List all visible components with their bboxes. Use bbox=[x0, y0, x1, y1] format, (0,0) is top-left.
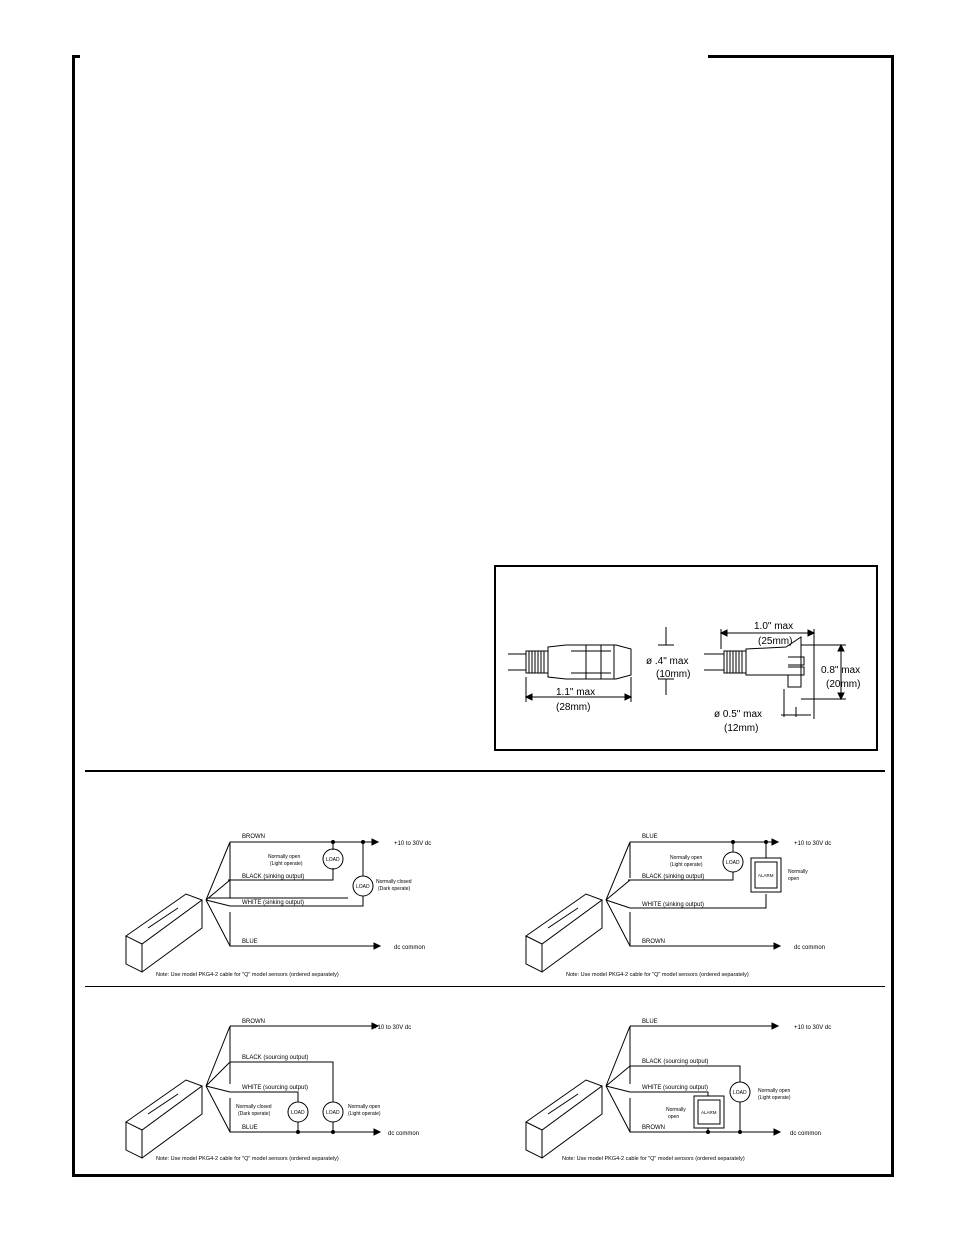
load1-caption1: Normally closed bbox=[236, 1104, 272, 1110]
wiring-diagram-npn-loads: BROWN BLACK (sinking output) WHITE (sink… bbox=[125, 834, 431, 978]
load1-caption1: Normally open bbox=[268, 854, 300, 860]
right-angle-height-label: 0.8" max bbox=[821, 665, 860, 676]
wire-top-label: BROWN bbox=[242, 1019, 265, 1025]
diagram-row-rule bbox=[85, 986, 885, 987]
wire-mid1-label: BLACK (sourcing output) bbox=[642, 1059, 708, 1065]
load1-caption2: (Dark operate) bbox=[238, 1111, 271, 1117]
cable-note: Note: Use model PKG4-2 cable for "Q" mod… bbox=[562, 1156, 745, 1162]
load2-caption2: (Dark operate) bbox=[378, 886, 411, 892]
wire-top-label: BROWN bbox=[242, 834, 265, 840]
right-angle-height-mm: (20mm) bbox=[826, 679, 860, 690]
wire-mid2-label: WHITE (sourcing output) bbox=[242, 1085, 308, 1091]
load1-label: LOAD bbox=[726, 860, 740, 866]
sensor-body-icon bbox=[525, 1079, 604, 1159]
wire-top-label: BLUE bbox=[642, 1019, 658, 1025]
wire-mid2-label: WHITE (sourcing output) bbox=[642, 1085, 708, 1091]
load1-label: LOAD bbox=[291, 1110, 305, 1116]
load-normally-open-icon bbox=[722, 851, 744, 873]
wire-mid2-label: WHITE (sinking output) bbox=[242, 900, 304, 906]
straight-cable bbox=[508, 653, 526, 671]
supply-label: +10 to 30V dc bbox=[794, 841, 831, 847]
straight-length-mm: (28mm) bbox=[556, 702, 590, 713]
alarm-caption2: open bbox=[788, 876, 799, 882]
straight-body bbox=[547, 644, 632, 680]
load1-label: LOAD bbox=[733, 1090, 747, 1096]
wire-bottom-label: BROWN bbox=[642, 1125, 665, 1131]
wiring-diagram-npn-alarm: BLUE BLACK (sinking output) WHITE (sinki… bbox=[525, 834, 831, 978]
load2-caption1: Normally closed bbox=[376, 879, 412, 885]
right-angle-length-label: 1.0" max bbox=[754, 621, 793, 632]
wire-bottom-label: BLUE bbox=[242, 1125, 258, 1131]
sensor-body-icon bbox=[125, 1079, 204, 1159]
cable-note: Note: Use model PKG4-2 cable for "Q" mod… bbox=[156, 1156, 339, 1162]
load2-label: LOAD bbox=[326, 1110, 340, 1116]
cable-note: Note: Use model PKG4-2 cable for "Q" mod… bbox=[566, 972, 749, 978]
straight-length-label: 1.1" max bbox=[556, 687, 595, 698]
load-normally-closed-icon bbox=[352, 875, 374, 897]
wire-bottom-label: BROWN bbox=[642, 939, 665, 945]
wire-bottom-label: BLUE bbox=[242, 939, 258, 945]
sensor-body-icon bbox=[125, 893, 204, 973]
cable-note: Note: Use model PKG4-2 cable for "Q" mod… bbox=[156, 972, 339, 978]
straight-diameter-label: ø .4" max bbox=[646, 656, 688, 667]
section-rule bbox=[85, 770, 885, 772]
load2-caption2: (Light operate) bbox=[348, 1111, 381, 1117]
common-label: dc common bbox=[790, 1131, 821, 1137]
load1-caption1: Normally open bbox=[758, 1088, 790, 1094]
load-normally-open-icon bbox=[322, 1101, 344, 1123]
wire-mid1-label: BLACK (sinking output) bbox=[242, 874, 304, 880]
frame-top-right-edge bbox=[708, 55, 894, 58]
alarm-caption1: Normally bbox=[666, 1107, 686, 1113]
common-label: dc common bbox=[394, 945, 425, 951]
supply-label: +10 to 30V dc bbox=[394, 841, 431, 847]
cable-dimension-drawing: ø .4" max (10mm) 1.1" max (28mm) 1.0" ma… bbox=[494, 565, 878, 751]
right-angle-diameter-mm: (12mm) bbox=[724, 723, 758, 734]
load1-label: LOAD bbox=[326, 857, 340, 863]
wire-mid1-label: BLACK (sourcing output) bbox=[242, 1055, 308, 1061]
load2-caption1: Normally open bbox=[348, 1104, 380, 1110]
load2-label: LOAD bbox=[356, 884, 370, 890]
load1-caption2: (Light operate) bbox=[670, 862, 703, 868]
wiring-diagram-pnp-loads: BROWN BLACK (sourcing output) WHITE (sou… bbox=[125, 1019, 419, 1162]
load1-caption1: Normally open bbox=[670, 855, 702, 861]
supply-label: +10 to 30V dc bbox=[794, 1025, 831, 1031]
right-angle-body bbox=[745, 636, 802, 688]
load-normally-open-icon bbox=[729, 1081, 751, 1103]
alarm-label: ALARM bbox=[758, 873, 774, 878]
alarm-box-icon bbox=[693, 1095, 725, 1129]
wire-mid2-label: WHITE (sinking output) bbox=[642, 902, 704, 908]
straight-diameter-mm: (10mm) bbox=[656, 669, 690, 680]
wire-mid1-label: BLACK (sinking output) bbox=[642, 874, 704, 880]
dimension-drawing-svg: ø .4" max (10mm) 1.1" max (28mm) 1.0" ma… bbox=[508, 621, 860, 734]
common-label: dc common bbox=[794, 945, 825, 951]
alarm-label: ALARM bbox=[701, 1110, 717, 1115]
load1-caption2: (Light operate) bbox=[758, 1095, 791, 1101]
common-label: dc common bbox=[388, 1131, 419, 1137]
right-angle-length-mm: (25mm) bbox=[758, 636, 792, 647]
supply-label: +10 to 30V dc bbox=[374, 1025, 411, 1031]
load1-caption2: (Light operate) bbox=[270, 861, 303, 867]
right-angle-diameter-label: ø 0.5" max bbox=[714, 709, 762, 720]
load-normally-open-icon bbox=[322, 848, 344, 870]
frame-top-left-edge bbox=[72, 55, 80, 58]
alarm-caption1: Normally bbox=[788, 869, 808, 875]
wire-top-label: BLUE bbox=[642, 834, 658, 840]
wiring-diagram-pnp-alarm: BLUE BLACK (sourcing output) WHITE (sour… bbox=[525, 1019, 831, 1162]
alarm-box-icon bbox=[750, 857, 782, 893]
load-normally-closed-icon bbox=[287, 1101, 309, 1123]
alarm-caption2: open bbox=[668, 1114, 679, 1120]
sensor-body-icon bbox=[525, 893, 604, 973]
page-frame bbox=[72, 55, 894, 1177]
